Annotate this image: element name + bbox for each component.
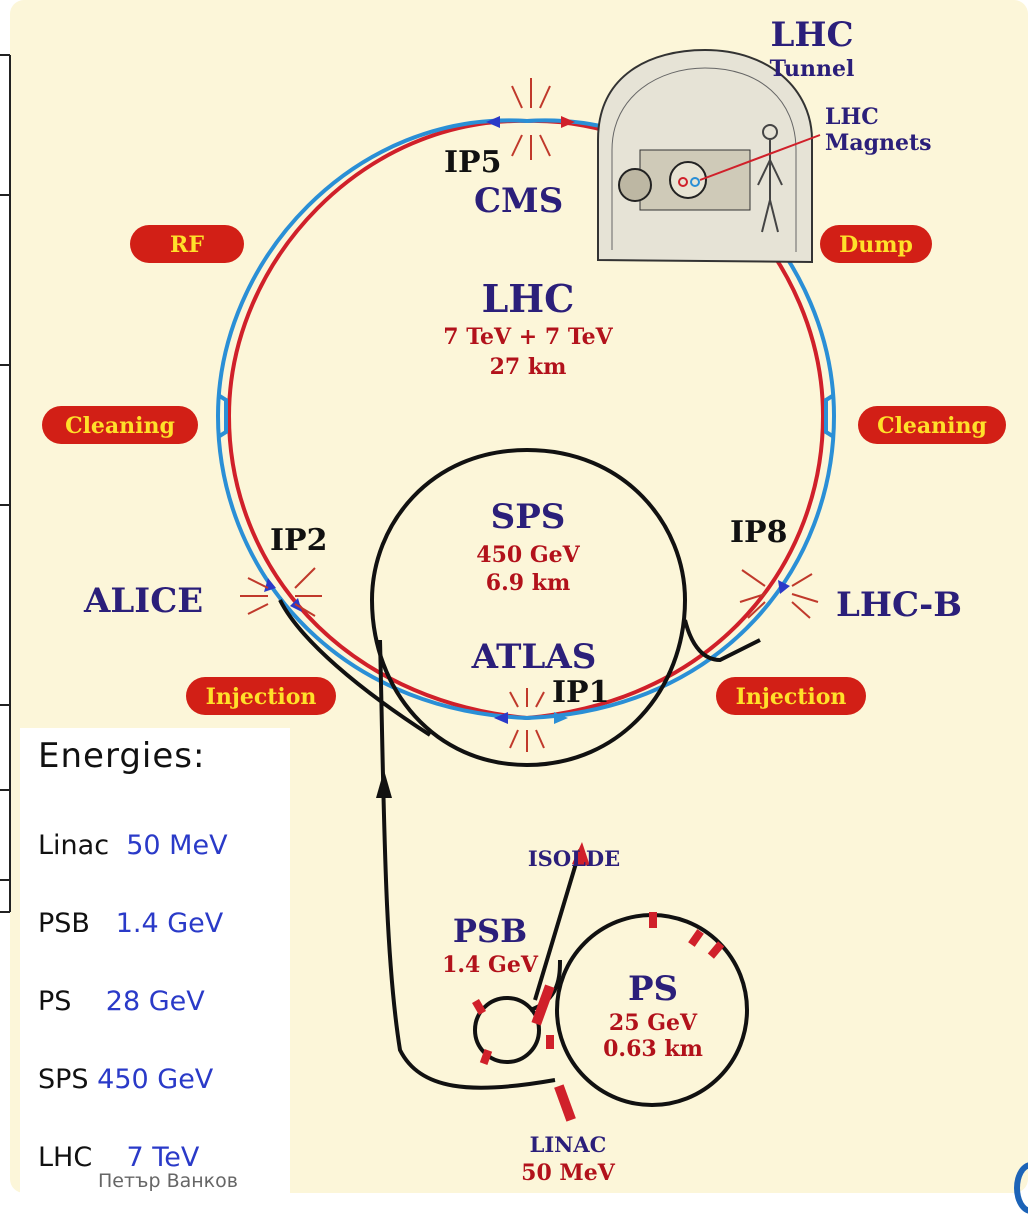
energy-row-name: Linac	[38, 830, 110, 861]
energy-row-name: PS	[38, 986, 72, 1017]
alice-label: ALICE	[83, 581, 203, 621]
ip2-label: IP2	[270, 523, 327, 558]
lhc-ring-energy: 7 TeV + 7 TeV	[443, 324, 613, 350]
pill-cleaning-right: Cleaning	[858, 406, 1006, 444]
linac-name: LINAC	[530, 1132, 607, 1157]
ps-energy: 25 GeV	[609, 1010, 698, 1036]
energy-row-ps: PS 28 GeV	[38, 986, 205, 1017]
ps-length: 0.63 km	[603, 1036, 703, 1062]
tunnel-subtitle: Tunnel	[770, 56, 855, 82]
starburst-ip2	[240, 567, 322, 617]
pill-cleaning-left: Cleaning	[42, 406, 198, 444]
starburst-ip8	[739, 569, 819, 619]
cleaning-bump-right	[824, 393, 836, 439]
sps-length: 6.9 km	[486, 570, 570, 596]
transfer-line-ps-sps	[378, 639, 556, 1090]
pill-injection-right: Injection	[716, 677, 866, 715]
isolde-label: ISOLDE	[528, 846, 620, 871]
lhc-ring-name: LHC	[482, 276, 575, 321]
energy-row-name: SPS	[38, 1064, 89, 1095]
lhcb-label: LHC-B	[836, 585, 962, 625]
starburst-ip1	[509, 688, 545, 752]
psb-to-isolde	[533, 849, 582, 1001]
magnets-label-line2: Magnets	[825, 130, 932, 156]
psb-ring	[473, 996, 541, 1064]
cms-label: CMS	[474, 181, 563, 221]
ip8-label: IP8	[730, 515, 787, 550]
pill-injection-right-label: Injection	[736, 684, 847, 710]
cleaning-bump-left	[216, 393, 228, 439]
psb-energy: 1.4 GeV	[442, 952, 539, 978]
lhc-ring	[215, 118, 837, 721]
pill-injection-left: Injection	[186, 677, 336, 715]
sps-circle	[369, 447, 688, 768]
energy-row-sps: SPS 450 GeV	[38, 1064, 213, 1095]
linac-energy: 50 MeV	[521, 1160, 616, 1186]
energy-row-value: 450 GeV	[97, 1064, 214, 1095]
lhc-beam-blue	[215, 118, 837, 721]
starburst-ip5	[511, 78, 551, 160]
lhc-tunnel-illustration	[597, 48, 821, 264]
pill-rf-label: RF	[170, 232, 204, 258]
energy-row-lhc: LHC 7 TeV	[38, 1142, 199, 1173]
pill-rf: RF	[130, 225, 244, 263]
pill-cleaning-left-label: Cleaning	[65, 413, 175, 439]
sps-ring	[278, 447, 761, 1090]
energy-row-name: PSB	[38, 908, 90, 939]
energy-row-value: 1.4 GeV	[115, 908, 224, 939]
sps-name: SPS	[491, 497, 566, 537]
author-credit: Петър Ванков	[98, 1170, 238, 1192]
ring-magnets	[472, 912, 725, 1122]
transfer-line-ti8	[683, 619, 761, 663]
psb-name: PSB	[453, 912, 527, 950]
energy-row-value: 7 TeV	[126, 1142, 200, 1173]
tunnel-title: LHC	[770, 15, 853, 55]
energy-row-name: LHC	[38, 1142, 93, 1173]
isolde-arrow	[572, 842, 590, 866]
ps-name: PS	[628, 969, 678, 1009]
sps-energy: 450 GeV	[476, 542, 580, 568]
pill-dump-label: Dump	[839, 232, 913, 258]
atlas-label: ATLAS	[471, 637, 597, 677]
table-edge-lines	[0, 54, 11, 913]
ip1-label: IP1	[552, 675, 609, 710]
lhc-ring-length: 27 km	[490, 354, 567, 380]
pill-cleaning-right-label: Cleaning	[877, 413, 987, 439]
pill-injection-left-label: Injection	[206, 684, 317, 710]
energy-row-value: 28 GeV	[105, 986, 205, 1017]
energies-panel: Energies: Linac 50 MeV PSB 1.4 GeV PS 28…	[20, 728, 290, 1193]
injection-arrow-up	[376, 770, 392, 798]
transfer-line-ti2	[278, 599, 432, 737]
energy-row-linac: Linac 50 MeV	[38, 830, 228, 861]
energy-row-value: 50 MeV	[126, 830, 228, 861]
pill-dump: Dump	[820, 225, 932, 263]
ip5-label: IP5	[444, 145, 501, 180]
energy-row-psb: PSB 1.4 GeV	[38, 908, 223, 939]
magnets-label-line1: LHC	[825, 104, 879, 130]
energies-title: Energies:	[38, 736, 206, 776]
